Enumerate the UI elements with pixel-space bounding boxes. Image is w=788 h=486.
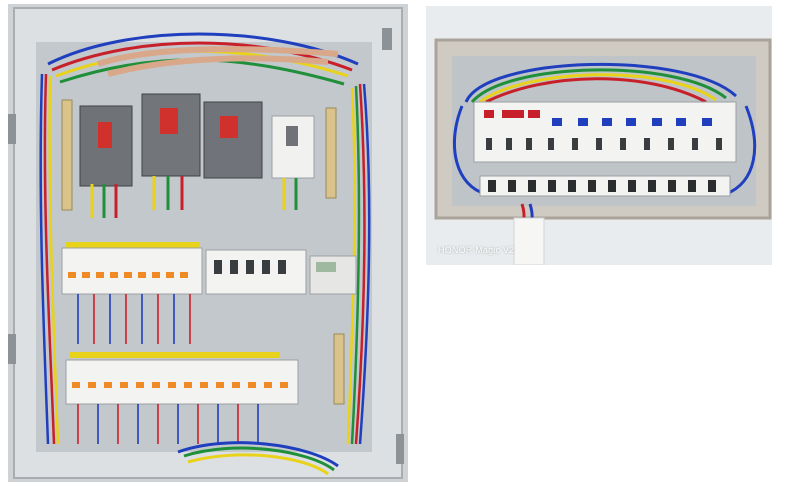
busbar: [70, 352, 280, 358]
camera-watermark: HONOR Magic V2: [438, 245, 515, 255]
hinge: [396, 434, 404, 464]
cabinet-photo: [8, 4, 408, 482]
breaker-drop-wires: [90, 176, 298, 218]
bottom-cable-loops: [177, 441, 339, 476]
main-breakers: [79, 93, 315, 187]
branch-wires: [77, 294, 259, 444]
energy-meter: [309, 255, 357, 295]
lower-breaker-rail: [65, 359, 299, 405]
terminal-strip: [325, 107, 337, 199]
consumer-unit-photo: HONOR Magic V2: [426, 6, 772, 265]
earth-bar: [333, 333, 345, 405]
conduit: [513, 217, 545, 265]
top-wire-bundle: [47, 32, 359, 86]
latch: [382, 28, 392, 50]
busbar: [66, 242, 200, 248]
cabinet-illustration: [8, 4, 408, 482]
upper-breaker-rail: [61, 247, 357, 295]
consumer-unit-illustration: [426, 6, 772, 265]
incoming-wires: [453, 62, 757, 196]
terminal-strip: [61, 99, 73, 211]
hinge: [8, 334, 16, 364]
hinge: [8, 114, 16, 144]
breaker-row: [473, 101, 737, 163]
terminal-row: [479, 175, 731, 197]
